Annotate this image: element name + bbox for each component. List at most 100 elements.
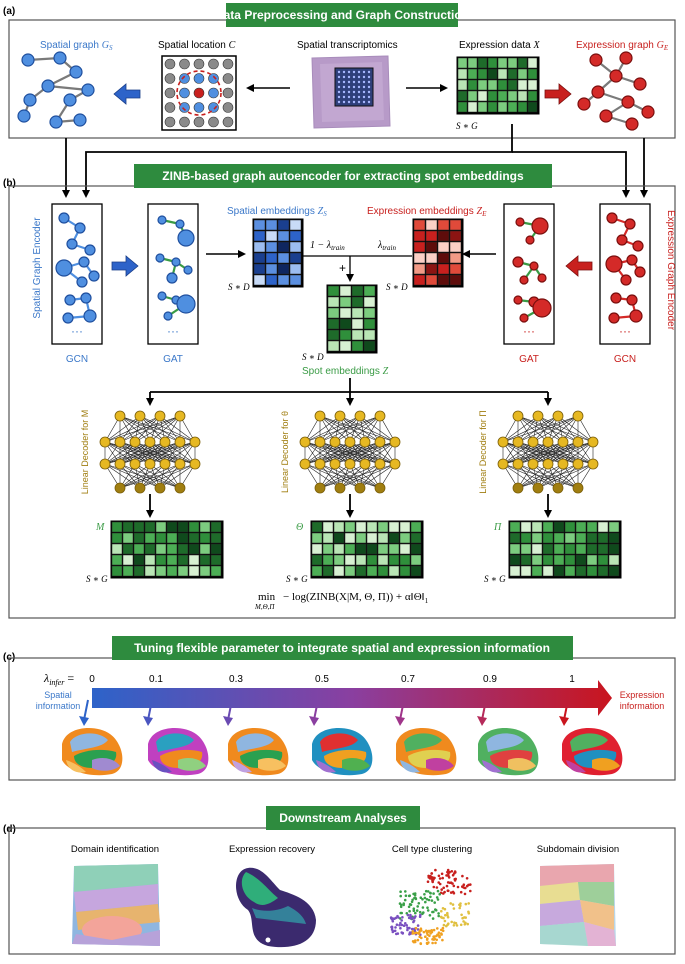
neuron bbox=[374, 458, 386, 470]
cell-point bbox=[449, 902, 453, 905]
spot bbox=[208, 73, 219, 84]
matrix-cell bbox=[363, 307, 376, 319]
cell-point bbox=[440, 872, 444, 876]
plus-sign: + bbox=[339, 261, 346, 275]
matrix-cell bbox=[477, 90, 488, 102]
matrix-cell bbox=[449, 230, 462, 242]
matrix-cell bbox=[507, 101, 518, 113]
graph-node bbox=[609, 69, 623, 83]
matrix-cell bbox=[457, 68, 468, 80]
matrix-cell bbox=[322, 565, 334, 577]
cell-point bbox=[400, 919, 404, 922]
decor-shape bbox=[236, 733, 274, 752]
cell-point bbox=[394, 926, 397, 929]
matrix-cell bbox=[608, 554, 620, 566]
matrix-cell bbox=[413, 274, 426, 286]
matrix-cell bbox=[509, 565, 521, 577]
cell-point bbox=[434, 908, 437, 911]
red-arrow-icon bbox=[544, 83, 572, 105]
cell-point bbox=[414, 926, 418, 930]
neuron bbox=[527, 436, 539, 448]
graph-node bbox=[531, 217, 549, 235]
cell-point bbox=[452, 907, 456, 910]
matrix-cell bbox=[133, 521, 145, 533]
neuron bbox=[354, 410, 366, 422]
cell-point bbox=[404, 894, 408, 897]
graph-node bbox=[515, 217, 525, 227]
decor-shape bbox=[502, 441, 549, 465]
graph-node bbox=[577, 97, 591, 111]
matrix-cell bbox=[144, 521, 156, 533]
st-spot bbox=[337, 100, 341, 104]
neuron bbox=[389, 436, 401, 448]
cell-point bbox=[437, 874, 441, 878]
cell-point bbox=[417, 902, 421, 905]
capture-area bbox=[334, 67, 374, 107]
matrix-cell bbox=[507, 90, 518, 102]
matrix-cell bbox=[507, 68, 518, 80]
matrix-cell bbox=[199, 554, 211, 566]
matrix-cell bbox=[363, 340, 376, 352]
matrix-cell bbox=[497, 79, 508, 91]
matrix-cell bbox=[449, 274, 462, 286]
matrix-cell bbox=[449, 252, 462, 264]
matrix-cell bbox=[377, 543, 389, 555]
cell-point bbox=[440, 928, 443, 932]
cell-point bbox=[411, 932, 415, 935]
matrix-cell bbox=[122, 521, 134, 533]
cell-point bbox=[467, 902, 471, 905]
matrix-cell bbox=[253, 274, 266, 286]
expression-gcn-label: GCN bbox=[614, 354, 636, 365]
cell-point bbox=[421, 898, 424, 901]
decor-shape bbox=[139, 415, 166, 443]
matrix-cell bbox=[509, 543, 521, 555]
matrix-cell bbox=[413, 252, 426, 264]
decor-shape bbox=[149, 415, 181, 443]
neuron bbox=[129, 458, 141, 470]
decor-shape bbox=[349, 441, 396, 465]
st-spot bbox=[367, 85, 371, 89]
cell-point bbox=[437, 912, 440, 915]
matrix-cell bbox=[155, 543, 167, 555]
theta-dim: S ∗ G bbox=[286, 574, 308, 584]
cell-point bbox=[431, 876, 435, 880]
graph-node bbox=[55, 259, 73, 277]
matrix-cell bbox=[311, 521, 323, 533]
matrix-cell bbox=[253, 252, 266, 264]
loss-min-sub: M,Θ,Π bbox=[254, 603, 275, 611]
st-spot bbox=[367, 70, 371, 74]
matrix-cell bbox=[425, 219, 438, 231]
cell-point bbox=[464, 902, 468, 906]
cell-point bbox=[417, 932, 420, 935]
spatial-encoder-label: Spatial Graph Encoder bbox=[32, 217, 43, 319]
neuron bbox=[314, 458, 326, 470]
matrix-cell bbox=[155, 565, 167, 577]
cell-point bbox=[410, 927, 414, 931]
spatial-transcriptomics-label: Spatial transcriptomics bbox=[297, 40, 398, 51]
cell-point bbox=[421, 906, 425, 909]
pi-dim: S ∗ G bbox=[484, 574, 506, 584]
neuron bbox=[314, 482, 326, 494]
cell-point bbox=[446, 923, 449, 927]
matrix-cell bbox=[144, 543, 156, 555]
decor-shape bbox=[143, 716, 153, 726]
decor-shape bbox=[47, 84, 89, 92]
st-spot bbox=[362, 100, 366, 104]
decor-shape bbox=[359, 415, 381, 443]
decoder-branches bbox=[146, 378, 552, 406]
matrix-cell bbox=[564, 565, 576, 577]
matrix-cell bbox=[122, 565, 134, 577]
decor-shape bbox=[319, 463, 366, 489]
cell-point bbox=[399, 903, 403, 907]
neuron bbox=[497, 458, 509, 470]
graph-node bbox=[519, 275, 529, 285]
matrix-cell bbox=[289, 219, 302, 231]
matrix-cell bbox=[344, 532, 356, 544]
cell-point bbox=[404, 922, 407, 925]
cell-point bbox=[435, 896, 439, 899]
decor-shape bbox=[592, 758, 620, 771]
cell-point bbox=[395, 923, 399, 926]
matrix-cell bbox=[399, 532, 411, 544]
matrix-cell bbox=[277, 230, 290, 242]
cell-point bbox=[430, 899, 434, 902]
